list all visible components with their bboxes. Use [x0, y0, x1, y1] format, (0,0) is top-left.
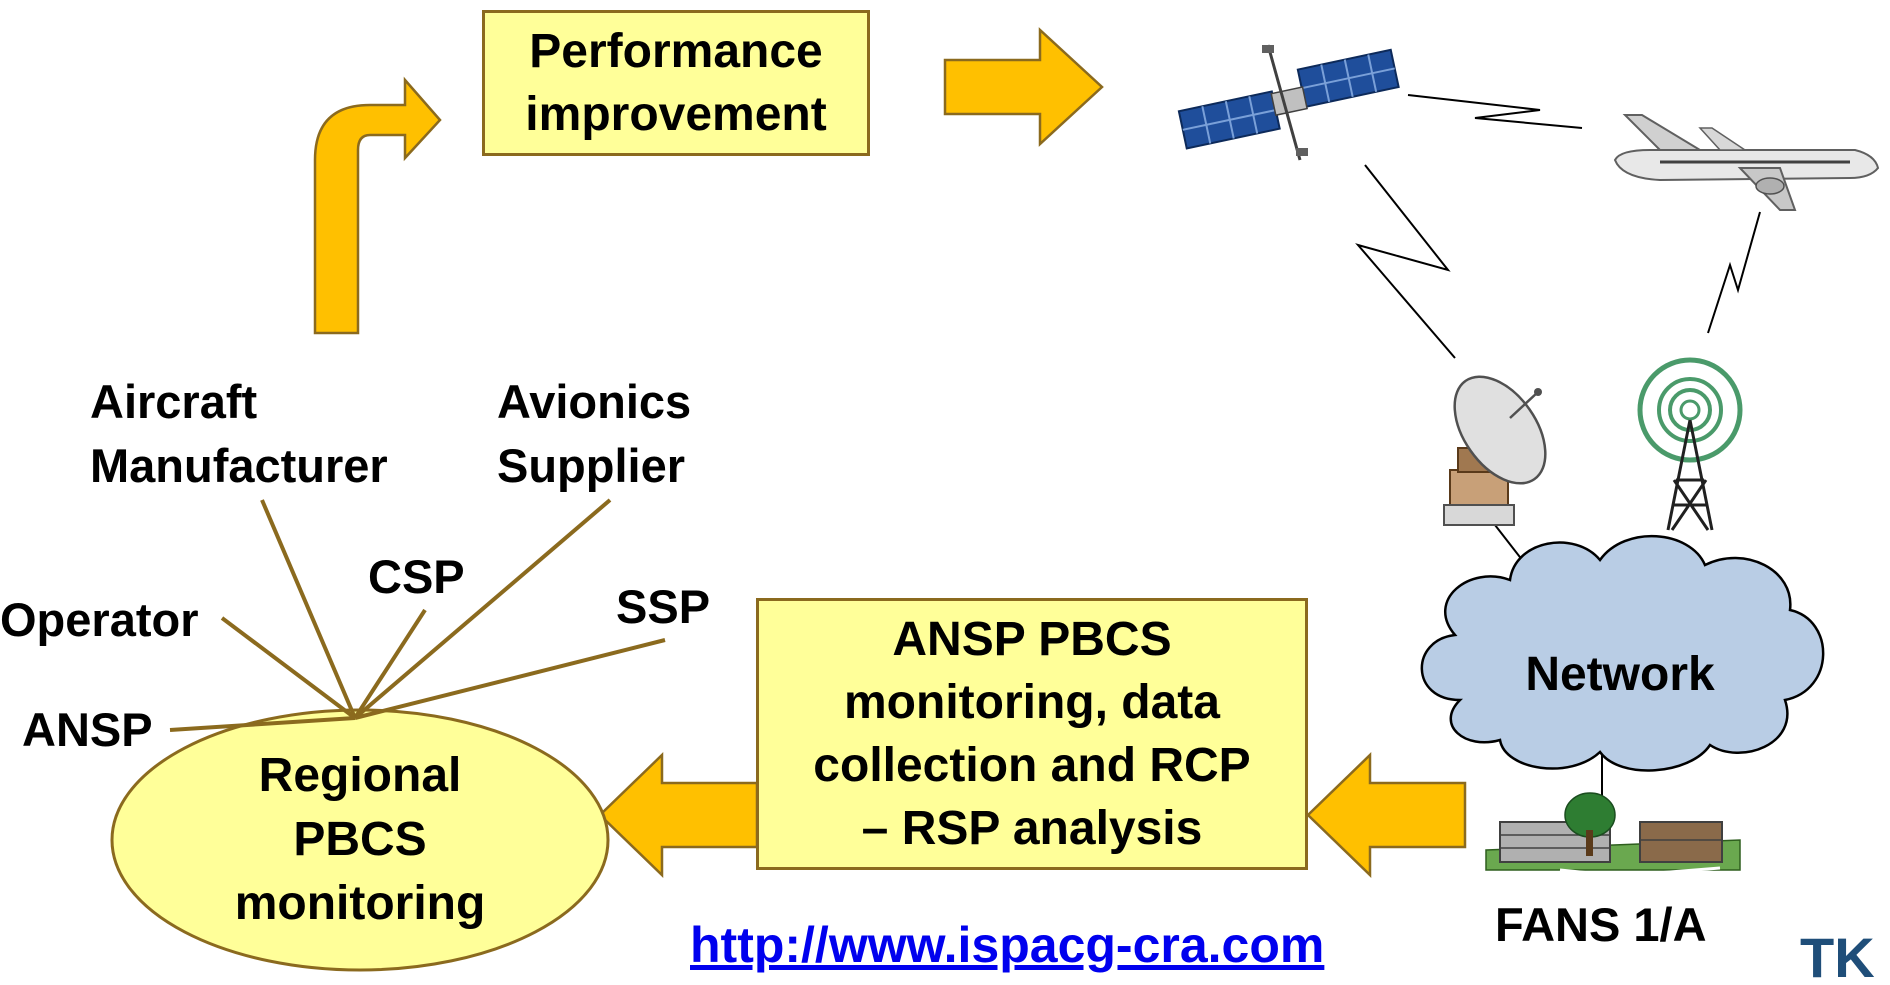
ansp-analysis-box: ANSP PBCS monitoring, data collection an…	[756, 598, 1308, 870]
link-satellite-airplane	[1407, 94, 1583, 129]
radio-tower-icon	[1637, 357, 1743, 531]
performance-improvement-box: Performance improvement	[482, 10, 870, 156]
ispacg-link[interactable]: http://www.ispacg-cra.com	[690, 917, 1325, 973]
satellite-dish-icon	[1443, 375, 1547, 526]
line-avionics-supplier	[353, 498, 612, 720]
line-csp	[353, 608, 427, 720]
airplane-icon	[1613, 114, 1880, 211]
line-ansp	[169, 716, 356, 732]
csp-label: CSP	[368, 550, 465, 603]
regional-ellipse-label: Regional PBCS monitoring	[234, 749, 486, 930]
fans-label: FANS 1/A	[1495, 898, 1707, 951]
line-operator	[220, 616, 357, 720]
network-cloud-shape	[1420, 534, 1825, 772]
up-right-arrow	[313, 76, 442, 335]
ansp-analysis-label: ANSP PBCS monitoring, data collection an…	[813, 613, 1251, 855]
right-arrow-top	[943, 27, 1104, 147]
stakeholder-lines	[169, 498, 666, 732]
network-label: Network	[1525, 648, 1715, 701]
author-mark: TK	[1800, 926, 1875, 985]
operator-label: Operator	[0, 593, 199, 646]
link-satellite-dish	[1355, 164, 1456, 359]
line-ssp	[354, 638, 666, 720]
satellite-icon	[1177, 44, 1400, 161]
left-arrow-analysis	[598, 752, 759, 878]
link-airplane-tower	[1707, 211, 1761, 334]
line-aircraft-manufacturer	[260, 499, 357, 719]
ssp-label: SSP	[616, 580, 711, 633]
building-icon	[1485, 792, 1741, 878]
avionics-supplier-label: Avionics Supplier	[497, 375, 692, 492]
left-arrow-building	[1306, 752, 1467, 878]
performance-improvement-label: Performance improvement	[525, 25, 827, 141]
ansp-label: ANSP	[22, 703, 153, 756]
aircraft-manufacturer-label: Aircraft Manufacturer	[90, 375, 388, 492]
